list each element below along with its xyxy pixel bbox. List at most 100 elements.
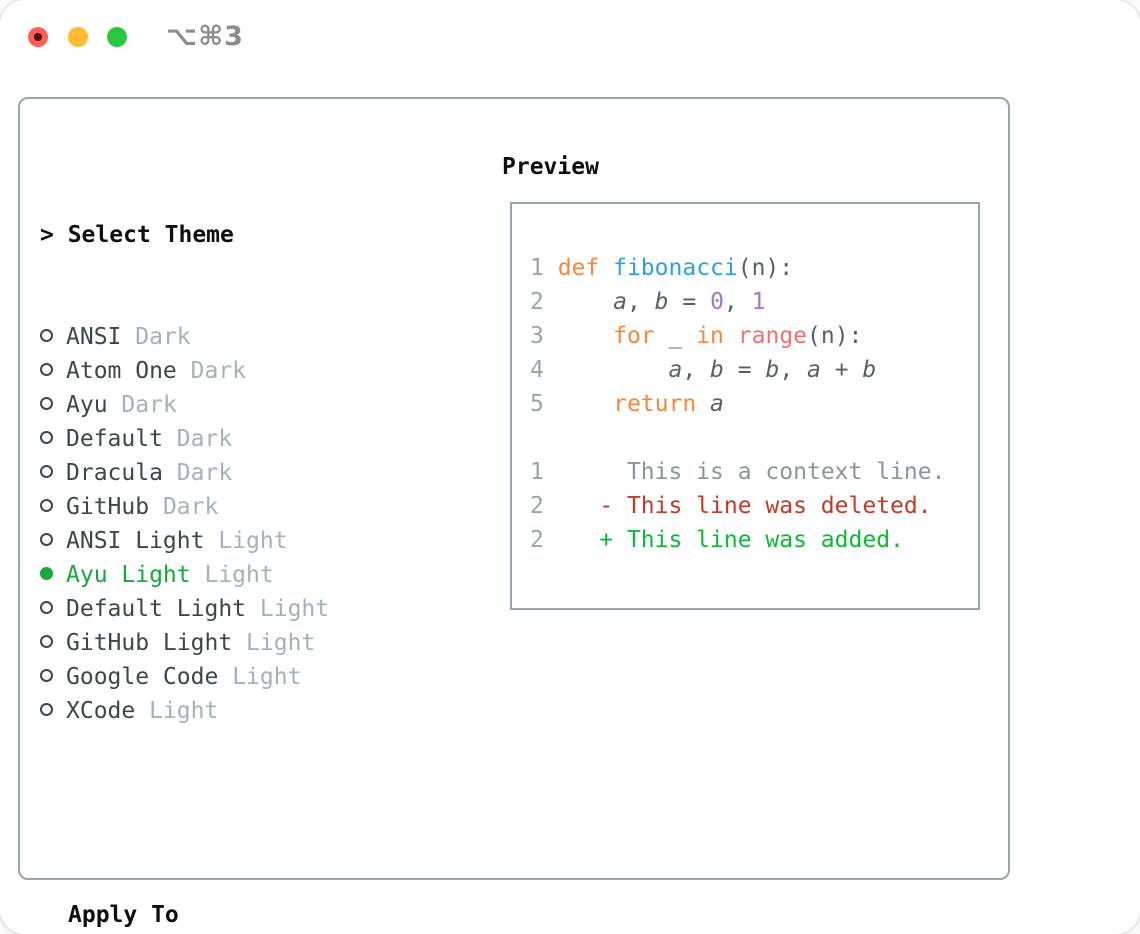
line-number: 1 — [530, 459, 544, 485]
code-token: , — [779, 357, 808, 383]
theme-option-ayu-light[interactable]: Ayu Light Light — [40, 558, 500, 592]
theme-variant: Dark — [190, 358, 247, 384]
diff-text: This is a context line. — [626, 459, 946, 485]
preview-heading: Preview — [502, 154, 599, 180]
line-number: 2 — [530, 493, 544, 519]
line-number: 1 — [530, 255, 558, 281]
radio-icon — [40, 431, 53, 444]
theme-option-default-light[interactable]: Default Light Light — [40, 592, 500, 626]
radio-icon — [40, 397, 53, 410]
theme-option-atom-one[interactable]: Atom One Dark — [40, 354, 500, 388]
code-token: , — [682, 357, 711, 383]
select-theme-header-label: Select Theme — [67, 222, 234, 248]
apply-to-header: Apply To — [68, 902, 179, 928]
diff-text: - This line was deleted. — [599, 493, 932, 519]
theme-name: Dracula — [66, 460, 163, 486]
code-line: 4 a, b = b, a + b — [530, 357, 876, 383]
caret-icon: > — [40, 222, 68, 248]
code-token: fibonacci — [613, 255, 738, 281]
theme-option-ansi-light[interactable]: ANSI Light Light — [40, 524, 500, 558]
theme-option-github[interactable]: GitHub Dark — [40, 490, 500, 524]
theme-variant: Light — [204, 562, 274, 588]
theme-variant: Dark — [135, 324, 191, 350]
code-token: + — [820, 357, 863, 383]
theme-name: ANSI Light — [66, 528, 205, 554]
line-number: 2 — [530, 289, 558, 315]
code-line: 2 a, b = 0, 1 — [530, 289, 765, 315]
radio-icon — [40, 499, 53, 512]
diff-line-deleted: 2 - This line was deleted. — [530, 493, 932, 519]
code-token — [696, 391, 710, 417]
code-line: 1 def fibonacci(n): — [530, 255, 793, 281]
titlebar: ⌥⌘3 — [0, 0, 1140, 75]
code-token — [558, 323, 613, 349]
preview-code: 1 def fibonacci(n): 2 a, b = 0, 1 3 for … — [512, 204, 978, 557]
code-token: range — [737, 323, 807, 349]
minimize-button[interactable] — [68, 27, 88, 47]
theme-option-dracula[interactable]: Dracula Dark — [40, 456, 500, 490]
radio-icon — [40, 465, 53, 478]
line-number: 2 — [530, 527, 544, 553]
code-token: (n): — [807, 323, 863, 349]
radio-icon — [40, 601, 53, 614]
code-token — [724, 323, 738, 349]
code-token: _ — [654, 323, 697, 349]
theme-name: Atom One — [66, 358, 177, 384]
code-token: b — [765, 357, 780, 383]
diff-line-context: 1 This is a context line. — [530, 459, 945, 485]
zoom-button[interactable] — [107, 27, 127, 47]
code-line: 5 return a — [530, 391, 724, 417]
code-token — [599, 255, 613, 281]
code-line: 3 for _ in range(n): — [530, 323, 862, 349]
theme-variant: Light — [246, 630, 316, 656]
theme-name: Google Code — [66, 664, 219, 690]
theme-variant: Light — [232, 664, 302, 690]
code-token — [558, 357, 669, 383]
radio-icon — [40, 363, 53, 376]
select-theme-header: > Select Theme — [40, 218, 500, 252]
code-token: b — [654, 289, 669, 315]
theme-name: XCode — [66, 698, 136, 724]
line-number: 3 — [530, 323, 558, 349]
theme-variant: Dark — [121, 392, 177, 418]
diff-line-added: 2 + This line was added. — [530, 527, 904, 553]
theme-variant: Light — [259, 596, 330, 622]
code-token: 1 — [751, 289, 766, 315]
code-token: def — [557, 255, 600, 281]
code-token: , — [626, 289, 655, 315]
spacer — [40, 796, 500, 830]
theme-variant: Dark — [176, 460, 233, 486]
close-button[interactable] — [28, 27, 48, 47]
theme-variant: Light — [218, 528, 288, 554]
theme-name: GitHub Light — [66, 630, 233, 656]
code-token: , — [723, 289, 752, 315]
code-token: a — [613, 289, 627, 315]
code-token: = — [723, 357, 766, 383]
code-token — [558, 289, 613, 315]
theme-name: Ayu — [66, 392, 108, 418]
theme-name: Ayu Light — [66, 562, 191, 588]
code-token: = — [668, 289, 711, 315]
theme-option-ansi[interactable]: ANSI Dark — [40, 320, 500, 354]
theme-option-ayu[interactable]: Ayu Dark — [40, 388, 500, 422]
code-token: a — [668, 357, 683, 383]
code-token: in — [696, 323, 724, 349]
code-token: a — [710, 391, 724, 417]
radio-selected-icon — [40, 567, 53, 580]
unsaved-changes-dot — [34, 33, 42, 41]
theme-variant: Light — [149, 698, 219, 724]
radio-icon — [40, 533, 53, 546]
radio-icon — [40, 329, 53, 342]
theme-option-xcode[interactable]: XCode Light — [40, 694, 500, 728]
theme-option-default[interactable]: Default Dark — [40, 422, 500, 456]
theme-option-github-light[interactable]: GitHub Light Light — [40, 626, 500, 660]
line-number: 5 — [530, 391, 558, 417]
theme-name: Default — [66, 426, 163, 452]
preview-box: 1 def fibonacci(n): 2 a, b = 0, 1 3 for … — [510, 202, 980, 610]
diff-padding — [544, 459, 627, 485]
theme-option-google-code[interactable]: Google Code Light — [40, 660, 500, 694]
